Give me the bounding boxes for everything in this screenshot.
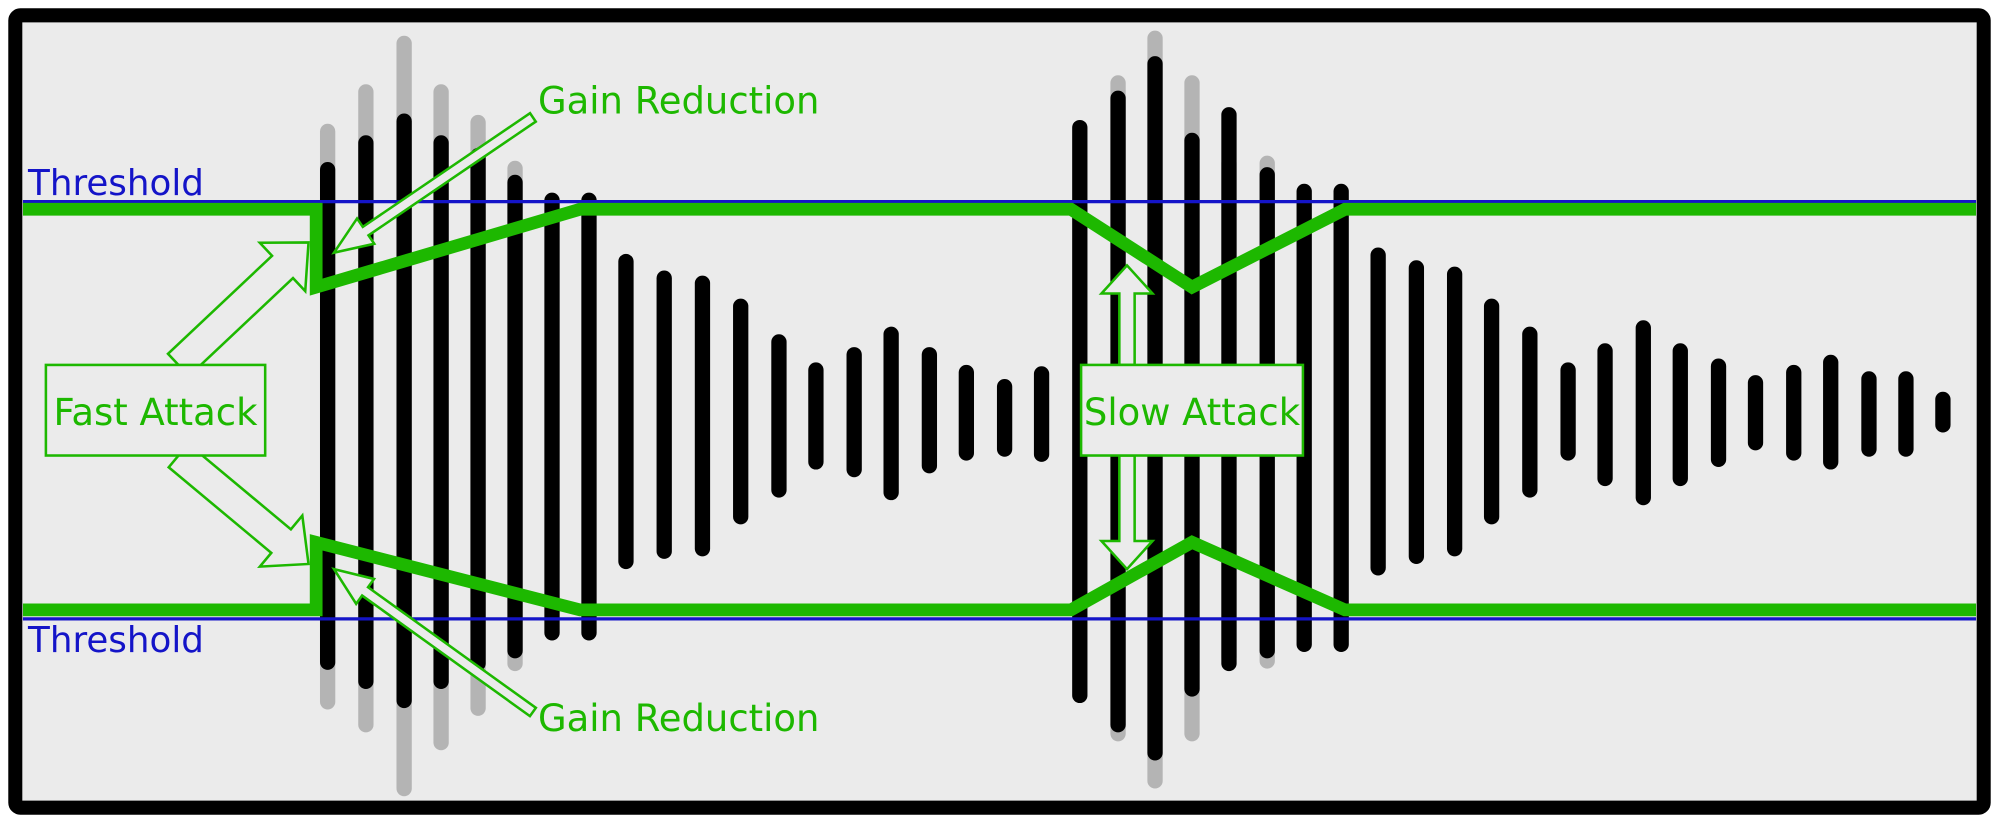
fast-attack-box [44, 363, 267, 457]
slow-attack-box [1079, 363, 1305, 457]
fast-attack-arrow-down-icon [166, 441, 310, 569]
gain-envelope-top [22, 202, 1977, 296]
slow-attack-arrow-up-icon [1098, 263, 1156, 367]
annotation-arrows [166, 111, 1156, 718]
threshold-label-bottom: Threshold [27, 620, 204, 661]
slow-attack-label: Slow Attack [1084, 391, 1301, 434]
compressed-signal-bars [319, 56, 1951, 761]
threshold-label-top: Threshold [27, 163, 204, 204]
gain-reduction-label-top: Gain Reduction [538, 80, 819, 123]
slow-attack-arrow-down-icon [1098, 454, 1156, 571]
fast-attack-arrow-up-icon [166, 241, 310, 378]
gain-reduction-label-bottom: Gain Reduction [538, 697, 819, 740]
fast-attack-label: Fast Attack [54, 391, 259, 434]
gain-envelope-bottom [22, 534, 1977, 617]
gain-reduction-arrow-top-icon [331, 111, 538, 255]
gain-reduction-arrow-bottom-icon [331, 567, 538, 718]
